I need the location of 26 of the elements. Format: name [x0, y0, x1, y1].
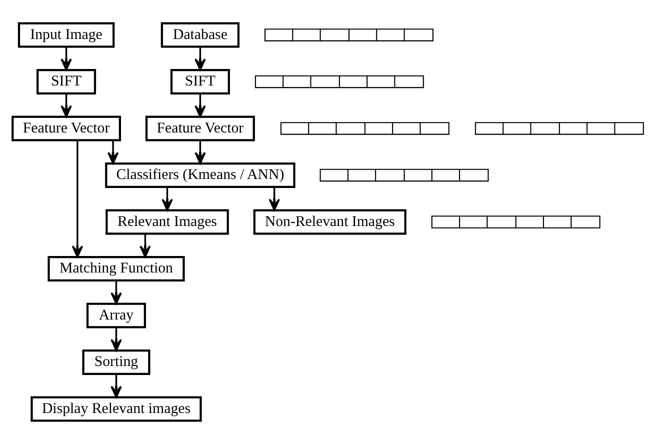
arrow: [268, 187, 280, 211]
arrow: [194, 46, 206, 71]
node-box: Feature Vector: [12, 116, 122, 142]
arrow: [60, 46, 72, 71]
node-box: Input Image: [18, 22, 115, 48]
arrow: [60, 94, 72, 118]
node-box: Array: [86, 302, 146, 328]
arrow: [110, 327, 122, 352]
node-box: Classifiers (Kmeans / ANN): [105, 162, 296, 188]
arrow: [194, 94, 206, 118]
node-box: Relevant Images: [106, 209, 229, 235]
node-box: Non-Relevant Images: [253, 209, 406, 235]
arrow: [194, 140, 206, 164]
arrow: [107, 140, 119, 164]
node-box: SIFT: [170, 68, 230, 94]
node-box: Display Relevant images: [30, 396, 202, 422]
arrow: [110, 280, 122, 304]
node-box: Sorting: [82, 350, 150, 376]
arrow: [72, 140, 84, 258]
node-box: Matching Function: [48, 256, 185, 282]
arrow: [110, 374, 122, 398]
arrow: [162, 187, 173, 211]
node-box: Feature Vector: [145, 116, 255, 142]
arrow: [140, 234, 151, 258]
node-box: Database: [160, 22, 240, 48]
node-box: SIFT: [36, 68, 96, 94]
